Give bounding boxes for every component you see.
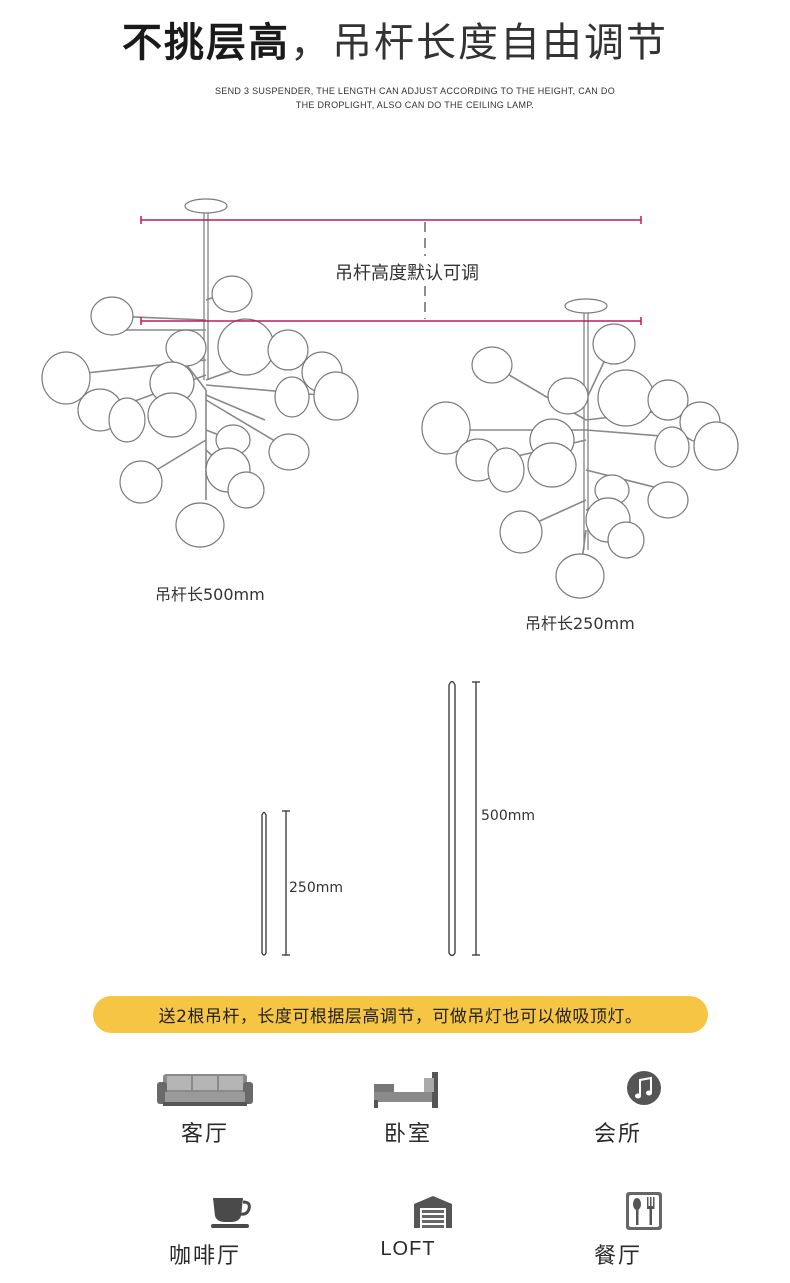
height-note: 吊杆高度默认可调 xyxy=(335,263,479,284)
lamp-illustration-500mm xyxy=(41,198,359,548)
warehouse-icon xyxy=(414,1196,452,1228)
room-cafe: 咖啡厅 xyxy=(130,1192,280,1270)
room-label: 会所 xyxy=(593,1122,642,1147)
lamp-left-label: 吊杆长500mm xyxy=(155,585,265,604)
room-label: 咖啡厅 xyxy=(168,1244,241,1269)
cutlery-icon xyxy=(626,1192,662,1230)
height-markers xyxy=(140,216,642,325)
title-light: 吊杆长度自由调节 xyxy=(332,20,668,66)
room-restaurant: 餐厅 xyxy=(543,1192,693,1270)
room-loft: LOFT xyxy=(333,1192,483,1261)
room-bedroom: 卧室 xyxy=(333,1070,483,1148)
music-note-icon xyxy=(627,1071,661,1105)
title-separator: ， xyxy=(290,20,332,66)
room-living-room: 客厅 xyxy=(130,1070,280,1148)
accessory-banner: 送2根吊杆，长度可根据层高调节，可做吊灯也可以做吸顶灯。 xyxy=(93,996,708,1033)
subtitle-line-1: SEND 3 SUSPENDER, THE LENGTH CAN ADJUST … xyxy=(214,86,616,96)
page-title: 不挑层高，吊杆长度自由调节 xyxy=(0,10,790,68)
room-clubhouse: 会所 xyxy=(543,1070,693,1148)
rod-250mm xyxy=(261,811,267,956)
subtitle-line-2: THE DROPLIGHT, ALSO CAN DO THE CEILING L… xyxy=(295,100,535,110)
rod-long-label: 500mm xyxy=(481,808,535,824)
rod-500mm xyxy=(448,680,456,957)
sofa-icon xyxy=(157,1074,253,1106)
rod-diagram xyxy=(261,680,480,957)
title-bold: 不挑层高 xyxy=(122,20,290,66)
room-label: 餐厅 xyxy=(593,1244,642,1269)
lamp-height-diagram xyxy=(41,198,739,599)
room-label: 客厅 xyxy=(180,1122,229,1147)
lamp-right-label: 吊杆长250mm xyxy=(525,614,635,633)
room-label: 卧室 xyxy=(383,1122,432,1147)
room-label: LOFT xyxy=(380,1238,436,1260)
lamp-illustration-250mm xyxy=(421,298,739,599)
coffee-cup-icon xyxy=(211,1198,251,1228)
rod-short-label: 250mm xyxy=(289,880,343,896)
bed-icon xyxy=(374,1072,438,1108)
